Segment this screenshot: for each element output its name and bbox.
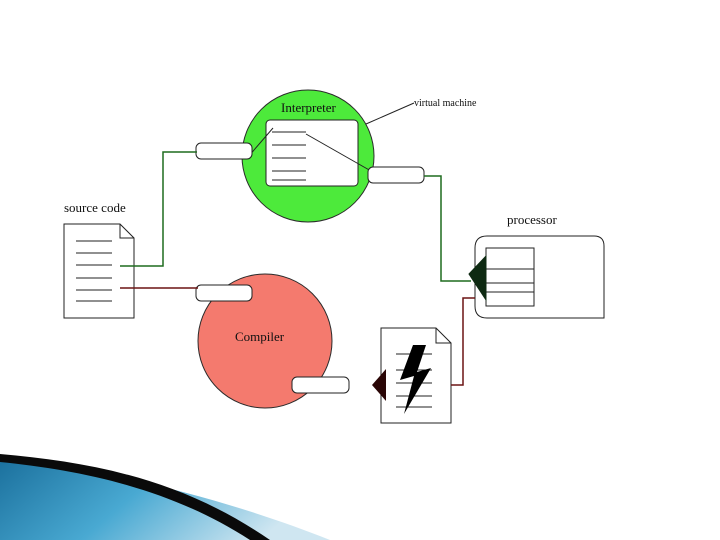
compiler-path-wires — [120, 287, 475, 386]
compiler-output-port — [291, 376, 350, 394]
compiler-label: Compiler — [235, 329, 285, 344]
interpreter-program-box — [265, 119, 359, 187]
source-code-label: source code — [64, 200, 126, 215]
interpreter-internal-diagonal — [305, 133, 379, 176]
processor-label: processor — [507, 212, 557, 227]
executable-document-icon — [372, 327, 452, 424]
interpreter-input-port — [195, 142, 253, 160]
interpreter-program-lines — [272, 131, 306, 181]
virtual-machine-pointer — [365, 102, 415, 125]
lightning-bolt-icon — [400, 345, 431, 414]
virtual-machine-label: virtual machine — [414, 98, 477, 109]
interpreter-output-port — [367, 166, 425, 184]
processor-box — [468, 235, 605, 319]
decorative-swoosh — [0, 454, 330, 540]
interpreter-label: Interpreter — [281, 100, 336, 115]
source-code-document-icon — [63, 223, 135, 319]
interpreter-path-wires — [120, 151, 471, 282]
compiler-input-port — [195, 284, 253, 302]
compiler-circle — [197, 273, 333, 409]
